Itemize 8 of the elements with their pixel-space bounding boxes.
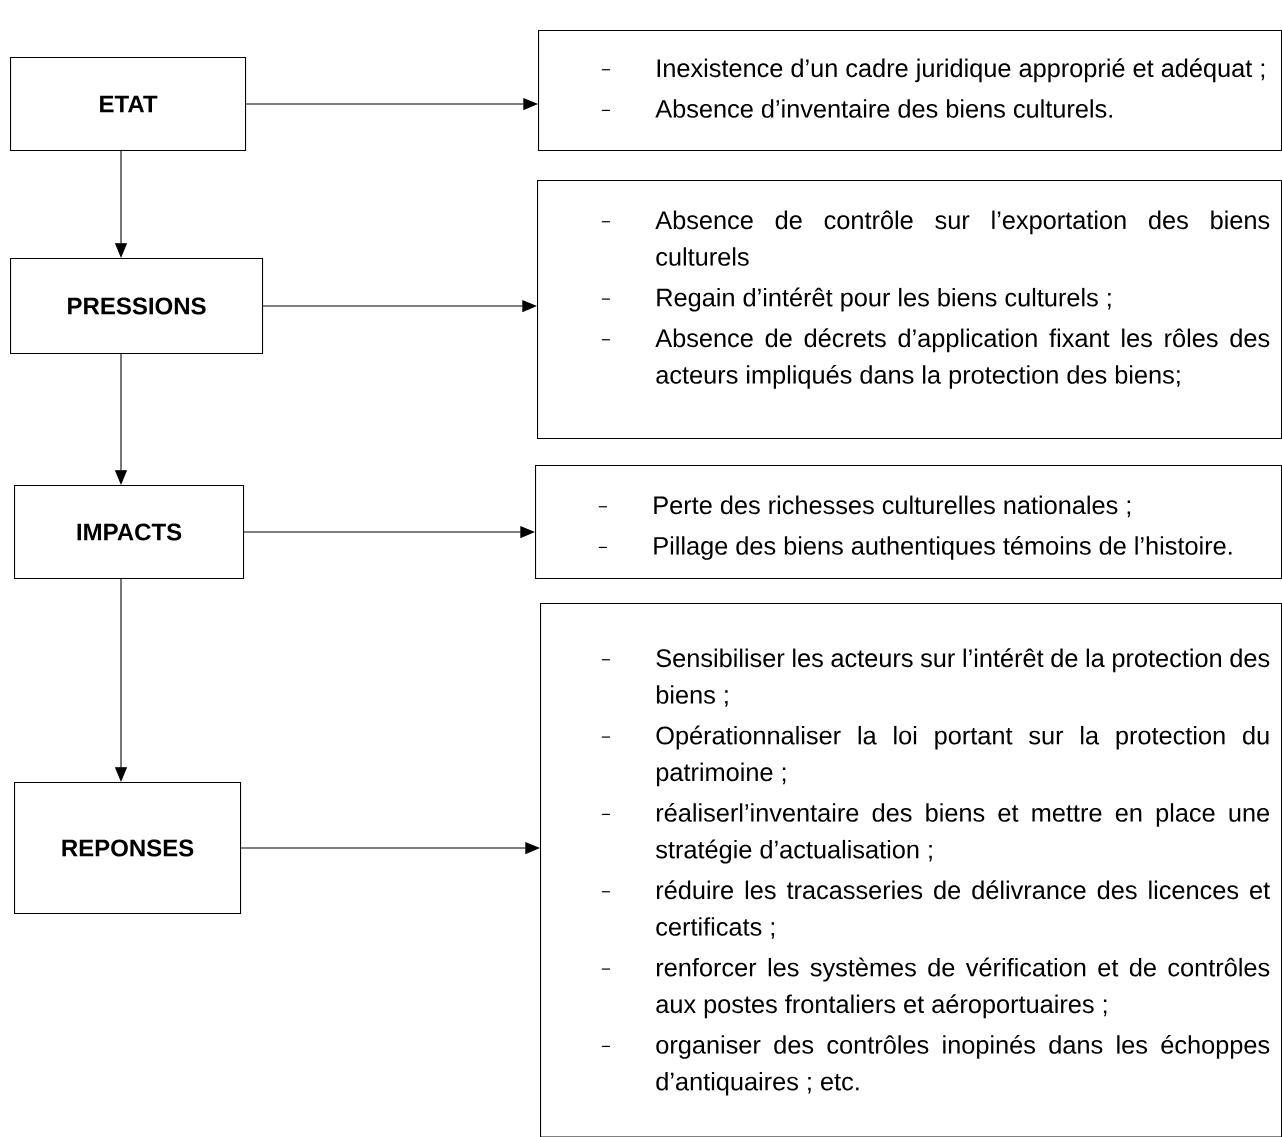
label-box: ETAT <box>10 57 247 152</box>
text-box: Perte des richesses culturelles nationales ; Pillage des biens authentiques témoins de l’histoire. <box>535 465 1282 580</box>
label-box: REPONSES <box>14 782 242 915</box>
text-box: Sensibiliser les acteurs sur l’intérêt de la protection des biens ; Opérationnaliser la loi portant sur la protection du patrimoine ; réaliserl’inventaire des biens et mettre en place une stratégie d’actualisation ; réduire les tracasseries de délivrance des licences et certificats ; renforcer les systèmes de vérification et de contrôles aux postes frontaliers et aéroportuaires ; organiser des contrôles inopinés dans les échoppes d’antiquaires ; etc. <box>540 603 1282 1137</box>
text-box: Absence de contrôle sur l’exportation des biens culturels Regain d’intérêt pour les biens culturels ; Absence de décrets d’application fixant les rôles des acteurs impliqués dans la protection des biens; <box>537 180 1282 440</box>
text-box: Inexistence d’un cadre juridique approprié et adéquat ; Absence d’inventaire des biens culturels. <box>538 30 1282 152</box>
label-box: PRESSIONS <box>10 258 264 355</box>
label-box: IMPACTS <box>14 485 245 580</box>
